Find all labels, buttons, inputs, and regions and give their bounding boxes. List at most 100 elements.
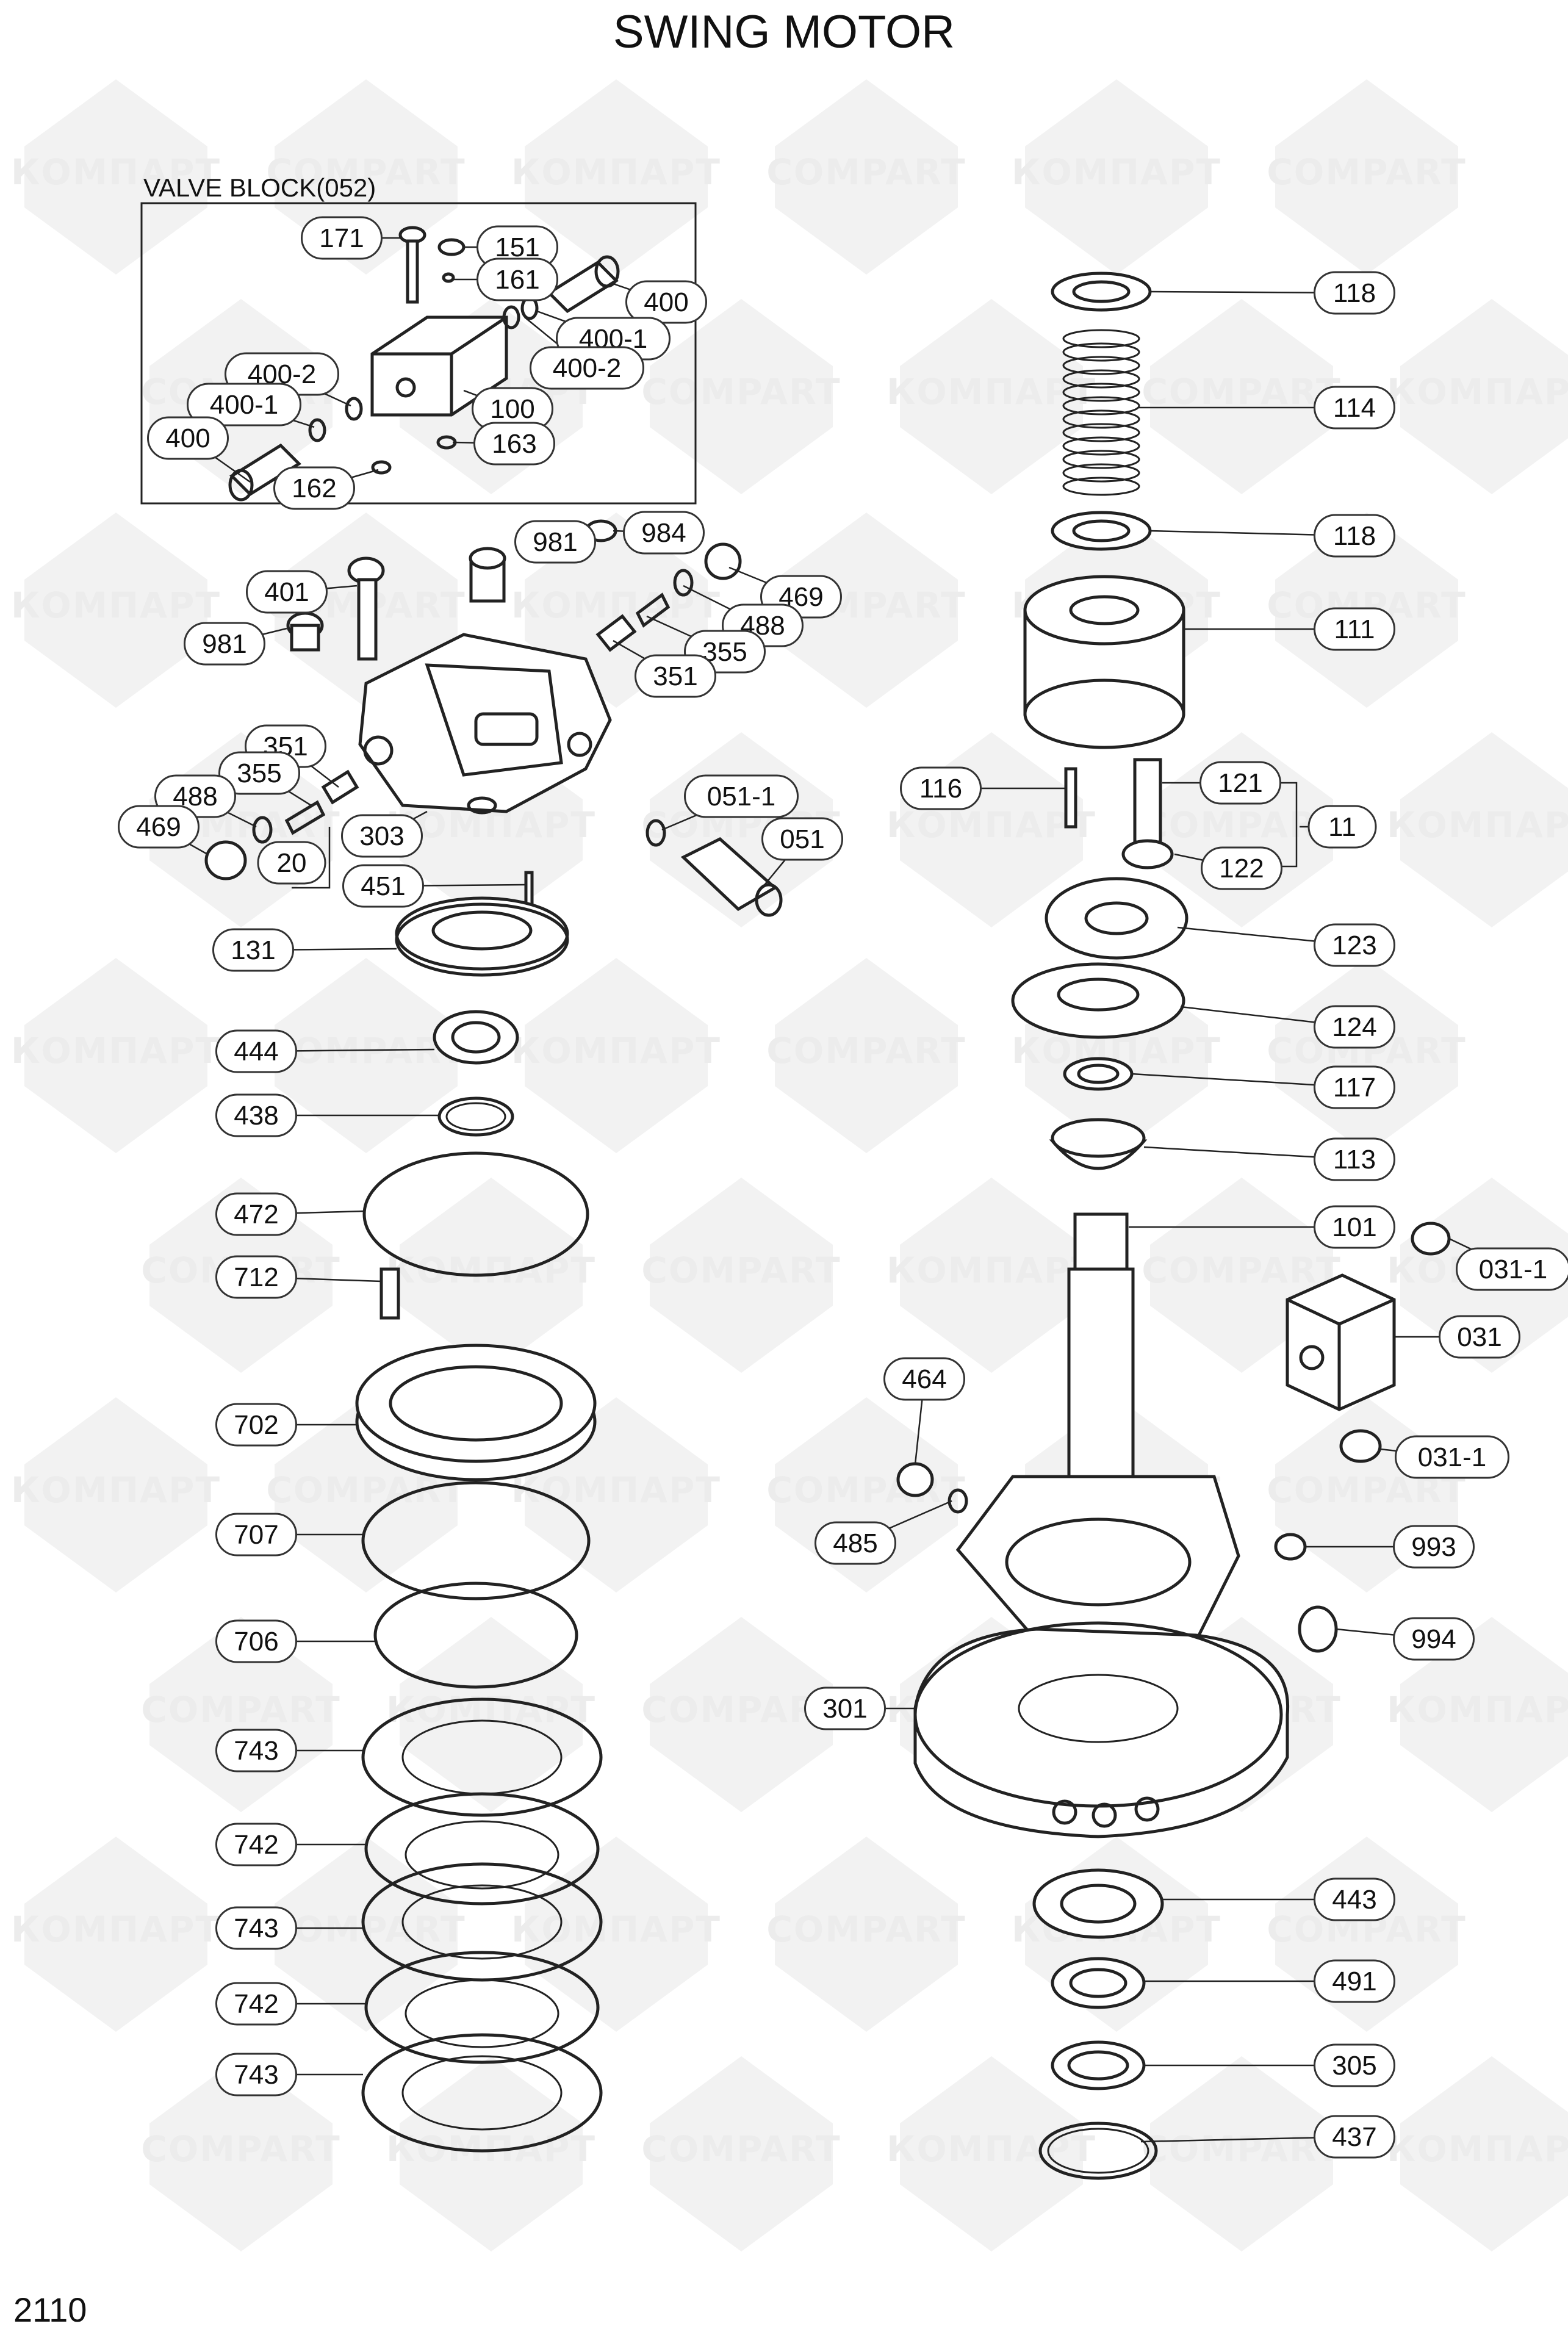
callout-469[interactable]: 469 <box>118 805 200 849</box>
callout-pill <box>1314 514 1395 558</box>
watermark-word: КОМПАРТ <box>1387 2128 1568 2170</box>
callout-491[interactable]: 491 <box>1314 1959 1395 2003</box>
callout-031[interactable]: 031 <box>1439 1315 1520 1359</box>
callout-20[interactable]: 20 <box>257 841 326 885</box>
callout-pill <box>477 257 558 301</box>
spring-coil <box>1062 396 1140 416</box>
callout-301[interactable]: 301 <box>804 1686 886 1730</box>
callout-pill <box>215 2053 297 2096</box>
callout-400-1[interactable]: 400-1 <box>187 383 301 426</box>
callout-742[interactable]: 742 <box>215 1982 297 2026</box>
callout-400-2[interactable]: 400-2 <box>530 346 644 390</box>
callout-number: 981 <box>533 527 577 557</box>
callout-303[interactable]: 303 <box>341 814 423 858</box>
watermark-word: COMPART <box>1267 151 1466 193</box>
callout-031-1[interactable]: 031-1 <box>1395 1435 1509 1479</box>
callout-031-1[interactable]: 031-1 <box>1456 1247 1568 1291</box>
callout-743[interactable]: 743 <box>215 1906 297 1950</box>
callout-994[interactable]: 994 <box>1393 1617 1475 1661</box>
watermark-hexagon <box>400 1617 583 1812</box>
callout-pill <box>761 817 843 861</box>
watermark-word: COMPART <box>1142 2128 1341 2170</box>
callout-712[interactable]: 712 <box>215 1255 297 1299</box>
callout-981[interactable]: 981 <box>514 520 596 564</box>
callout-162[interactable]: 162 <box>273 466 355 510</box>
callout-981[interactable]: 981 <box>184 622 265 666</box>
callout-984[interactable]: 984 <box>623 511 705 555</box>
callout-113[interactable]: 113 <box>1314 1137 1395 1181</box>
callout-161[interactable]: 161 <box>477 257 558 301</box>
callout-number: 706 <box>234 1627 278 1657</box>
watermark-hexagon <box>1150 2056 1333 2251</box>
callout-pill <box>1199 761 1281 805</box>
callout-438[interactable]: 438 <box>215 1093 297 1137</box>
callout-number: 124 <box>1332 1012 1376 1042</box>
callout-464[interactable]: 464 <box>883 1357 965 1401</box>
callout-171[interactable]: 171 <box>301 216 383 260</box>
callout-131[interactable]: 131 <box>212 928 294 972</box>
callout-400[interactable]: 400 <box>147 416 229 460</box>
callout-116[interactable]: 116 <box>900 766 982 810</box>
callout-122[interactable]: 122 <box>1201 846 1282 890</box>
callout-number: 114 <box>1333 393 1376 423</box>
callout-444[interactable]: 444 <box>215 1029 297 1073</box>
callout-number: 113 <box>1333 1145 1376 1175</box>
watermark-word: COMPART <box>766 151 966 193</box>
callout-number: 993 <box>1411 1532 1456 1562</box>
callout-11[interactable]: 11 <box>1307 805 1377 849</box>
callout-number: 400 <box>165 423 210 453</box>
callout-number: 118 <box>1333 521 1376 551</box>
callout-472[interactable]: 472 <box>215 1192 297 1236</box>
callout-number: 122 <box>1219 854 1264 884</box>
callout-743[interactable]: 743 <box>215 1729 297 1773</box>
callout-437[interactable]: 437 <box>1314 2115 1395 2159</box>
watermark-word: COMPART <box>1142 371 1341 412</box>
callout-355[interactable]: 355 <box>218 751 300 795</box>
callout-400[interactable]: 400 <box>625 280 707 324</box>
callout-124[interactable]: 124 <box>1314 1005 1395 1049</box>
callout-number: 151 <box>495 232 539 262</box>
callout-051-1[interactable]: 051-1 <box>684 774 799 818</box>
callout-702[interactable]: 702 <box>215 1403 297 1447</box>
callout-121[interactable]: 121 <box>1199 761 1281 805</box>
callout-123[interactable]: 123 <box>1314 923 1395 967</box>
callout-993[interactable]: 993 <box>1393 1525 1475 1569</box>
callout-351[interactable]: 351 <box>635 654 716 698</box>
callout-305[interactable]: 305 <box>1314 2043 1395 2087</box>
callout-pill <box>1314 1877 1395 1921</box>
callout-number: 031-1 <box>1479 1254 1548 1284</box>
callout-707[interactable]: 707 <box>215 1513 297 1557</box>
callout-pill <box>215 1192 297 1236</box>
callout-number: 111 <box>1334 614 1375 644</box>
watermark-word: КОМПАРТ <box>511 585 721 626</box>
callout-743[interactable]: 743 <box>215 2053 297 2096</box>
callout-163[interactable]: 163 <box>473 422 555 466</box>
callout-pill <box>1314 1959 1395 2003</box>
watermark-word: КОМПАРТ <box>511 1030 721 1071</box>
watermark-hexagon <box>24 513 207 708</box>
callout-742[interactable]: 742 <box>215 1823 297 1866</box>
callout-118[interactable]: 118 <box>1314 514 1395 558</box>
watermark-hexagon <box>900 2056 1083 2251</box>
watermark-hexagon <box>1400 1617 1568 1812</box>
callout-pill <box>215 1029 297 1073</box>
callout-151[interactable]: 151 <box>477 225 558 269</box>
callout-443[interactable]: 443 <box>1314 1877 1395 1921</box>
callout-451[interactable]: 451 <box>342 864 424 908</box>
callout-485[interactable]: 485 <box>815 1521 896 1565</box>
callout-number: 118 <box>1333 278 1376 308</box>
callout-117[interactable]: 117 <box>1314 1065 1395 1109</box>
callout-114[interactable]: 114 <box>1314 386 1395 430</box>
watermark-word: КОМПАРТ <box>1387 1689 1568 1730</box>
watermark-hexagon <box>650 1617 833 1812</box>
callout-401[interactable]: 401 <box>246 570 328 614</box>
callout-101[interactable]: 101 <box>1314 1205 1395 1249</box>
callout-111[interactable]: 111 <box>1314 607 1395 651</box>
callout-051[interactable]: 051 <box>761 817 843 861</box>
callout-100[interactable]: 100 <box>472 387 553 431</box>
callout-118[interactable]: 118 <box>1314 271 1395 315</box>
callout-pill <box>684 774 799 818</box>
spring-coil <box>1062 477 1140 496</box>
callout-706[interactable]: 706 <box>215 1619 297 1663</box>
